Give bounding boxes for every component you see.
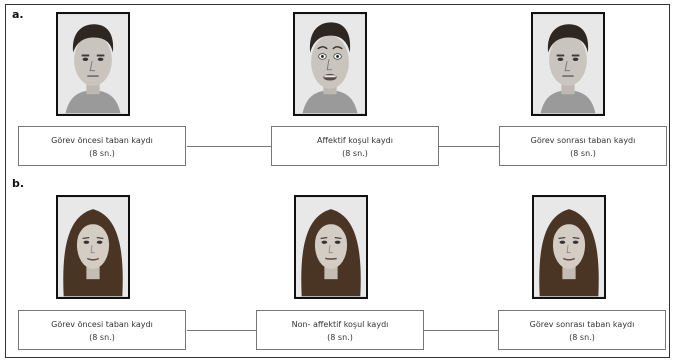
male-neutral-face-photo-1 <box>56 12 130 116</box>
male-neutral-face-icon <box>533 14 603 114</box>
female-neutral-face-photo-3 <box>532 195 606 299</box>
connector-a-2 <box>439 146 499 147</box>
step-title: Görev öncesi taban kaydı <box>51 320 153 329</box>
female-neutral-face-icon <box>58 197 128 297</box>
step-duration: (8 sn.) <box>569 333 595 342</box>
connector-b-2 <box>424 330 498 331</box>
step-duration: (8 sn.) <box>89 149 115 158</box>
step-box-b-condition: Non- affektif koşul kaydı (8 sn.) <box>256 310 424 350</box>
step-box-a-post-baseline: Görev sonrası taban kaydı (8 sn.) <box>499 126 667 166</box>
step-title: Affektif koşul kaydı <box>317 136 393 145</box>
step-duration: (8 sn.) <box>89 333 115 342</box>
step-title: Görev sonrası taban kaydı <box>529 320 635 329</box>
step-title: Non- affektif koşul kaydı <box>291 320 389 329</box>
step-box-b-pre-baseline: Görev öncesi taban kaydı (8 sn.) <box>18 310 186 350</box>
male-fearful-face-photo <box>293 12 367 116</box>
female-neutral-face-photo-1 <box>56 195 130 299</box>
female-neutral-face-icon <box>296 197 366 297</box>
male-neutral-face-photo-2 <box>531 12 605 116</box>
male-fearful-face-icon <box>295 14 365 114</box>
panel-label-b: b. <box>12 177 25 190</box>
connector-b-1 <box>187 330 256 331</box>
panel-label-a: a. <box>12 8 24 21</box>
step-duration: (8 sn.) <box>327 333 353 342</box>
step-duration: (8 sn.) <box>342 149 368 158</box>
female-neutral-face-photo-2 <box>294 195 368 299</box>
step-box-b-post-baseline: Görev sonrası taban kaydı (8 sn.) <box>498 310 666 350</box>
step-title: Görev öncesi taban kaydı <box>51 136 153 145</box>
step-duration: (8 sn.) <box>570 149 596 158</box>
step-title: Görev sonrası taban kaydı <box>530 136 636 145</box>
step-box-a-condition: Affektif koşul kaydı (8 sn.) <box>271 126 439 166</box>
female-neutral-face-icon <box>534 197 604 297</box>
connector-a-1 <box>187 146 271 147</box>
male-neutral-face-icon <box>58 14 128 114</box>
step-box-a-pre-baseline: Görev öncesi taban kaydı (8 sn.) <box>18 126 186 166</box>
